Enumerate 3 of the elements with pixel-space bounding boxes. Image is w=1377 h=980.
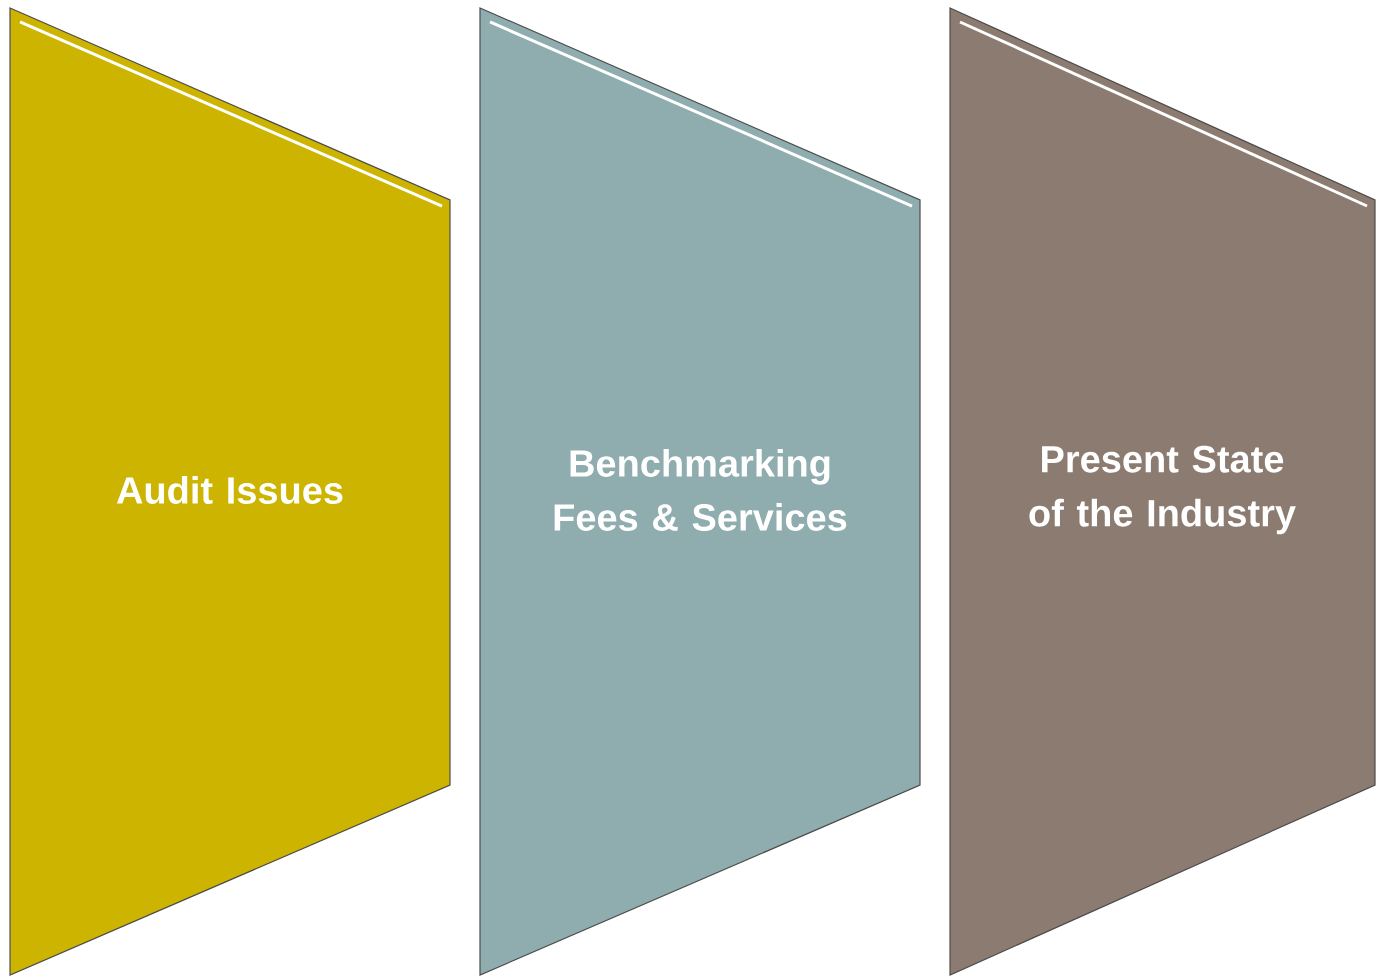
panel: Audit Issues: [9, 7, 451, 976]
panel: Benchmarking Fees & Services: [479, 7, 921, 976]
panel: Present State of the Industry: [949, 7, 1376, 976]
